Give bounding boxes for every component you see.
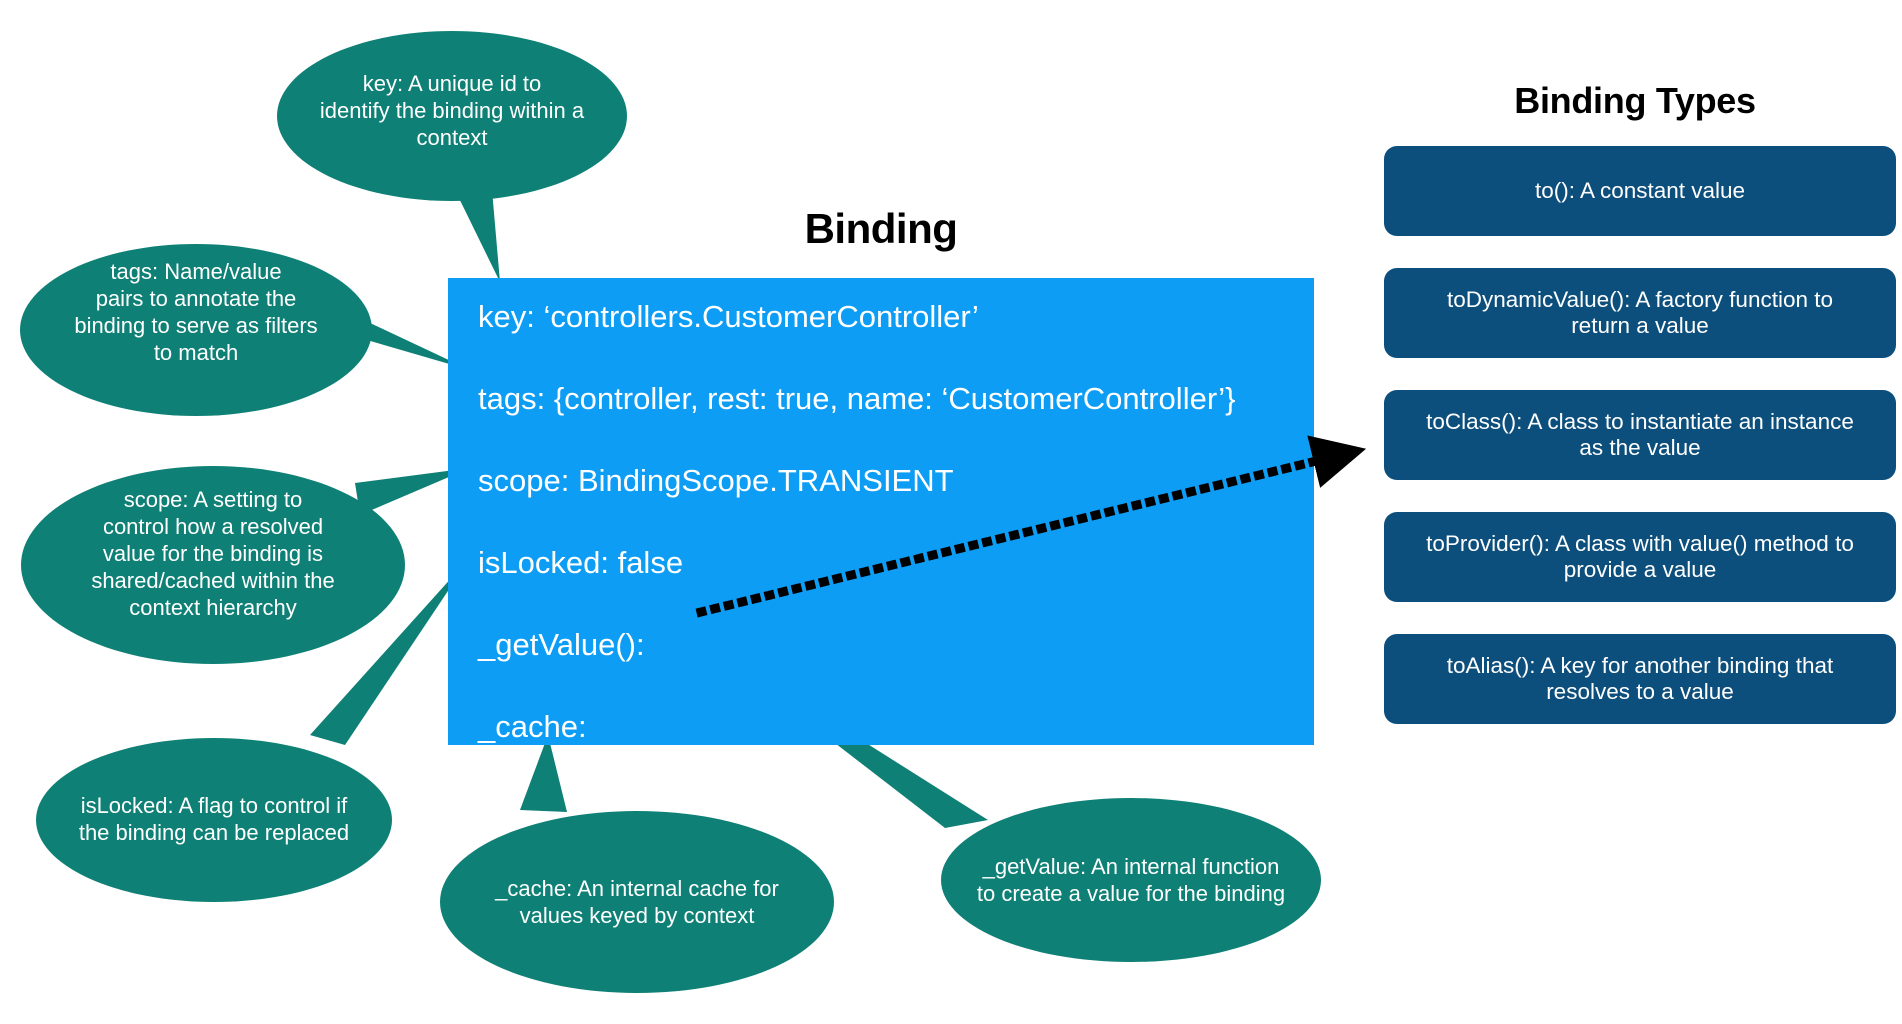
binding-type-todynamicvalue-text: toDynamicValue(): A factory function to … (1447, 287, 1833, 339)
callout-tags-shape (20, 244, 470, 416)
binding-type-toclass-line-1: as the value (1579, 435, 1701, 460)
binding-field-cache: _cache: (478, 709, 587, 745)
binding-type-card-toclass[interactable]: toClass(): A class to instantiate an ins… (1384, 390, 1896, 480)
binding-type-toclass-line-0: toClass(): A class to instantiate an ins… (1426, 408, 1854, 434)
binding-types-title: Binding Types (1514, 80, 1756, 121)
binding-type-toprovider-line-1: provide a value (1563, 557, 1717, 582)
binding-field-islocked: isLocked: false (478, 545, 684, 581)
binding-type-card-todynamicvalue[interactable]: toDynamicValue(): A factory function to … (1384, 268, 1896, 358)
binding-type-to-text: to(): A constant value (1535, 178, 1745, 204)
binding-type-card-to[interactable]: to(): A constant value (1384, 146, 1896, 236)
binding-type-toclass-text: toClass(): A class to instantiate an ins… (1426, 409, 1854, 461)
binding-title: Binding (804, 205, 958, 252)
binding-type-toprovider-line-0: toProvider(): A class with value() metho… (1426, 530, 1854, 556)
binding-field-key: key: ‘controllers.CustomerController’ (478, 299, 979, 334)
binding-type-todynamicvalue-line-1: return a value (1571, 313, 1709, 338)
binding-type-card-toprovider[interactable]: toProvider(): A class with value() metho… (1384, 512, 1896, 602)
binding-type-toalias-text: toAlias(): A key for another binding tha… (1447, 653, 1833, 705)
binding-field-scope: scope: BindingScope.TRANSIENT (478, 463, 954, 499)
callout-islocked-shape (36, 555, 472, 902)
callout-scope-shape (21, 466, 470, 664)
binding-field-getvalue: _getValue(): (478, 627, 645, 663)
binding-type-to-line-0: to(): A constant value (1534, 177, 1746, 203)
binding-type-toalias-line-0: toAlias(): A key for another binding tha… (1446, 652, 1834, 678)
dotted-arrow (695, 435, 1367, 618)
binding-type-toprovider-text: toProvider(): A class with value() metho… (1426, 531, 1854, 583)
binding-field-tags: tags: {controller, rest: true, name: ‘Cu… (478, 381, 1236, 417)
binding-box (448, 278, 1314, 745)
binding-fields: key: ‘controllers.CustomerController’ ta… (478, 299, 1308, 793)
binding-type-todynamicvalue-line-0: toDynamicValue(): A factory function to (1446, 286, 1833, 312)
binding-type-card-toalias[interactable]: toAlias(): A key for another binding tha… (1384, 634, 1896, 724)
callout-cache-shape (440, 735, 834, 993)
callout-key-shape (277, 31, 627, 282)
binding-type-toalias-line-1: resolves to a value (1546, 679, 1734, 704)
